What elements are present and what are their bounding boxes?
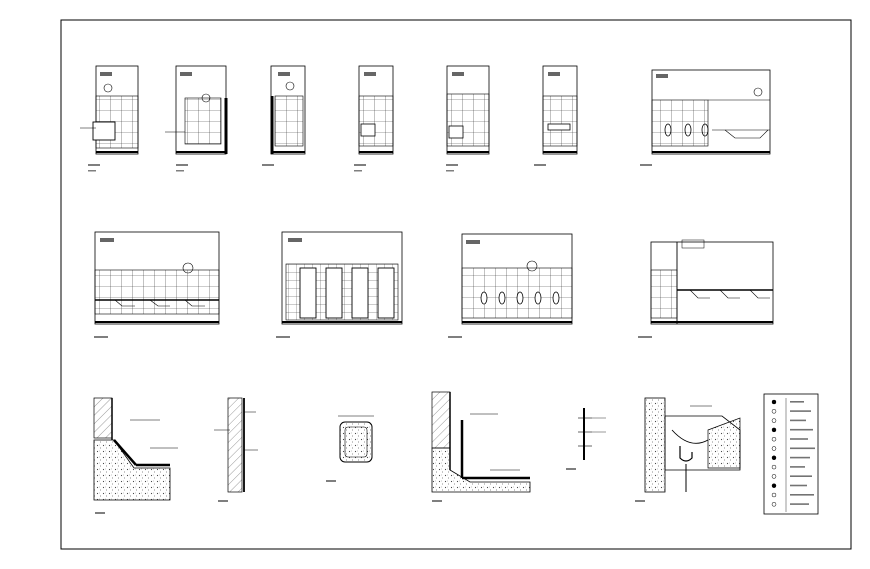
legend-entry-line <box>790 456 810 459</box>
detail-6 <box>635 397 741 502</box>
elevation-10 <box>448 233 573 338</box>
elevation-4 <box>354 65 394 172</box>
sheet-border <box>60 19 852 550</box>
elevation-5 <box>446 65 490 172</box>
legend-entry-line <box>790 503 809 505</box>
elevation-6 <box>534 65 578 166</box>
detail-5 <box>566 408 606 470</box>
legend-entry-line <box>790 484 807 487</box>
detail-1 <box>93 397 178 514</box>
elevation-7 <box>640 69 771 166</box>
legend-symbol <box>771 418 777 423</box>
legend-entry-line <box>790 494 814 496</box>
detail-2 <box>214 397 258 502</box>
legend-symbol <box>771 502 777 507</box>
elevation-1 <box>80 65 139 172</box>
legend-symbol <box>771 464 777 470</box>
legend-entry-line <box>790 475 812 477</box>
legend-symbol <box>771 409 777 414</box>
legend-symbol <box>771 492 777 498</box>
elevation-2 <box>165 65 228 172</box>
legend-entry-line <box>790 428 813 431</box>
legend-entry-line <box>790 410 811 412</box>
legend-symbol <box>771 474 777 479</box>
legend-entry-line <box>790 401 804 403</box>
detail-4 <box>431 391 531 502</box>
legend-symbol <box>771 436 777 442</box>
legend-entry-line <box>790 419 806 422</box>
elevation-3 <box>262 65 306 166</box>
legend-symbol <box>771 455 777 461</box>
legend-box <box>763 393 819 515</box>
elevation-11 <box>638 239 774 338</box>
detail-3 <box>326 415 374 482</box>
legend-symbol <box>771 446 777 451</box>
legend-symbol <box>771 483 777 488</box>
legend-symbol <box>771 399 777 405</box>
legend-entry-line <box>790 447 815 450</box>
elevation-8 <box>94 231 220 338</box>
legend-entry-line <box>790 438 808 440</box>
legend-entry-line <box>790 466 805 468</box>
legend-symbol <box>771 427 777 433</box>
elevation-9 <box>276 231 403 338</box>
